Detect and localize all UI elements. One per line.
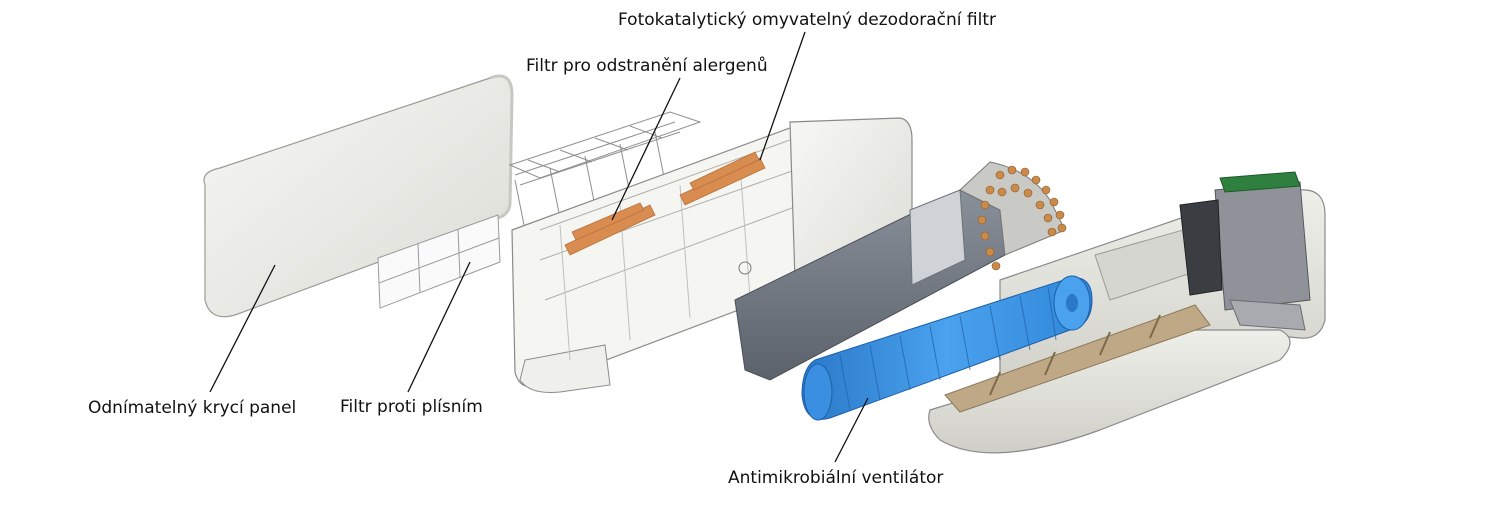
leader-line-fan	[834, 397, 869, 463]
leader-line-mold-filter	[407, 261, 471, 393]
cover-panel-shape	[203, 74, 514, 318]
fan-shape	[801, 275, 1093, 421]
mold-filter-shape	[377, 214, 501, 309]
heat-exchanger-tubes	[977, 165, 1067, 271]
label-mold-filter: Filtr proti plísním	[340, 397, 483, 417]
orange-filter-elements	[564, 151, 766, 256]
leader-line-cover-panel	[209, 264, 276, 393]
label-fan: Antimikrobiální ventilátor	[728, 468, 944, 488]
bottom-tray-shape	[928, 304, 1291, 454]
label-deodorizing-filter: Fotokatalytický omyvatelný dezodorační f…	[618, 10, 997, 30]
allergen-filter-mesh	[508, 111, 702, 231]
label-cover-panel: Odnímatelný krycí panel	[88, 398, 297, 418]
heat-exchanger-shape	[734, 161, 1066, 381]
leader-lines	[209, 31, 869, 463]
leader-line-deodorizing-filter	[759, 31, 806, 161]
label-allergen-filter: Filtr pro odstranění alergenů	[526, 56, 768, 76]
leader-line-allergen-filter	[611, 77, 681, 221]
